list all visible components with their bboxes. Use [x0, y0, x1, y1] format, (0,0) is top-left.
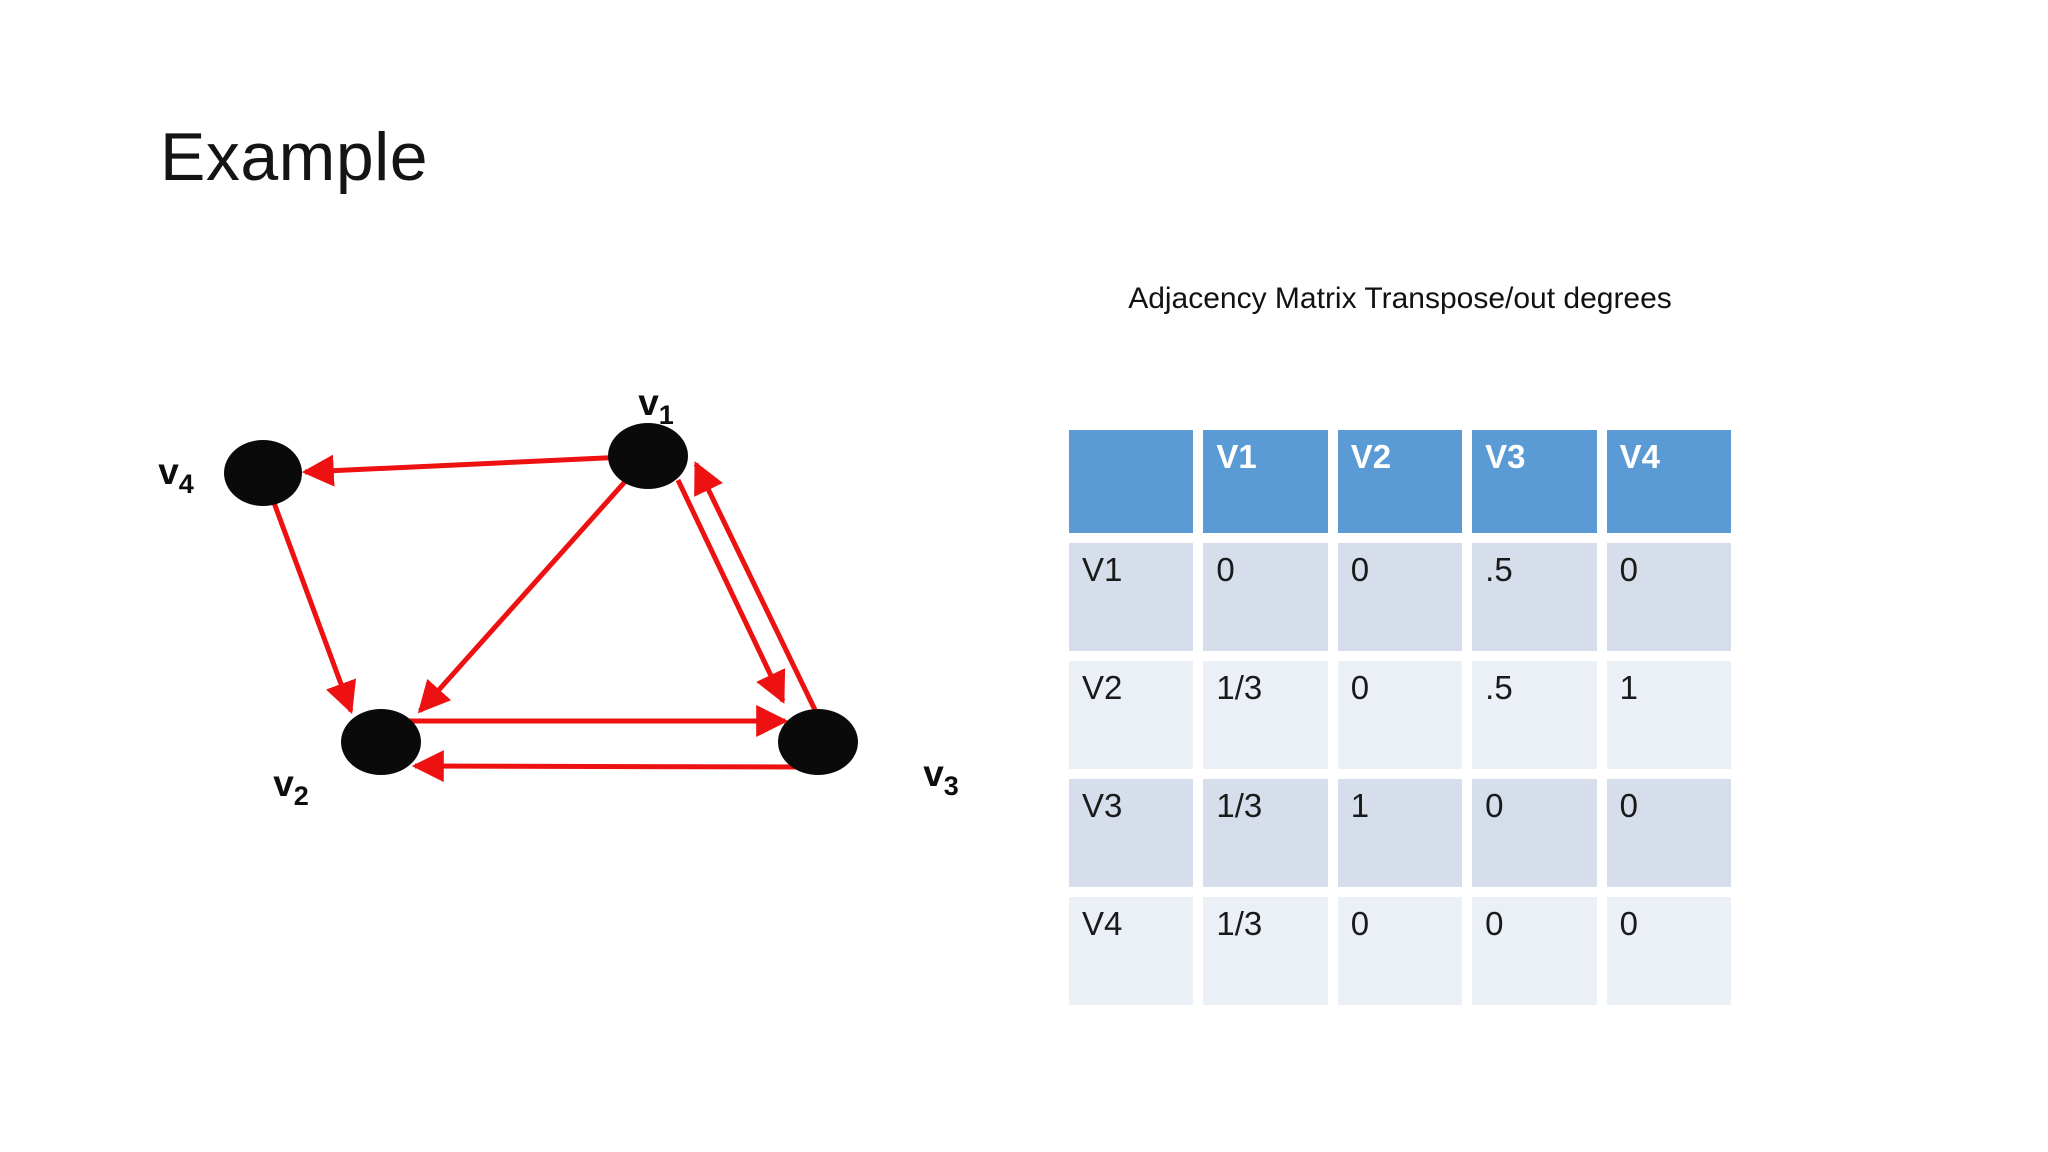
matrix-cell-V2-V3: .5 [1467, 656, 1602, 774]
matrix-row-header-V3: V3 [1064, 774, 1199, 892]
matrix-col-header-V1: V1 [1198, 425, 1333, 538]
node-label-v3: v3 [923, 753, 959, 801]
matrix-cell-V1-V2: 0 [1332, 538, 1468, 656]
matrix-cell-V2-V1: 1/3 [1198, 656, 1333, 774]
node-label-v1: v1 [638, 382, 674, 430]
matrix-cell-V1-V4: 0 [1601, 538, 1736, 656]
node-v2 [341, 709, 421, 775]
matrix-cell-V1-V1: 0 [1198, 538, 1333, 656]
edge-v1-to-v2 [417, 454, 650, 714]
matrix-corner-cell [1064, 425, 1199, 538]
node-label-v4: v4 [158, 451, 194, 499]
matrix-cell-V3-V3: 0 [1467, 774, 1602, 892]
edge-v3-to-v1 [693, 461, 819, 714]
matrix-col-header-V3: V3 [1467, 425, 1602, 538]
node-v4 [224, 440, 302, 506]
matrix-caption: Adjacency Matrix Transpose/out degrees [1128, 282, 1672, 315]
matrix-cell-V1-V3: .5 [1467, 538, 1602, 656]
node-v3 [778, 709, 858, 775]
matrix-col-header-V4: V4 [1601, 425, 1736, 538]
matrix-row-header-V1: V1 [1064, 538, 1199, 656]
matrix-cell-V2-V4: 1 [1601, 656, 1736, 774]
matrix-cell-V4-V1: 1/3 [1198, 892, 1333, 1010]
edge-v4-to-v2 [260, 472, 357, 715]
matrix-cell-V3-V2: 1 [1332, 774, 1468, 892]
matrix-row-header-V4: V4 [1064, 892, 1199, 1010]
edge-v3-to-v2 [411, 750, 801, 783]
matrix-cell-V4-V3: 0 [1467, 892, 1602, 1010]
matrix-row-header-V2: V2 [1064, 656, 1199, 774]
edge-v1-to-v3 [675, 478, 786, 704]
slide-title: Example [160, 119, 429, 195]
matrix-cell-V2-V2: 0 [1332, 656, 1468, 774]
matrix-cell-V3-V1: 1/3 [1198, 774, 1333, 892]
matrix-cell-V4-V4: 0 [1601, 892, 1736, 1010]
node-v1 [608, 423, 688, 489]
node-label-v2: v2 [273, 763, 309, 811]
matrix-cell-V3-V4: 0 [1601, 774, 1736, 892]
matrix-cell-V4-V2: 0 [1332, 892, 1468, 1010]
edge-v1-to-v4 [301, 453, 649, 487]
matrix-col-header-V2: V2 [1332, 425, 1468, 538]
